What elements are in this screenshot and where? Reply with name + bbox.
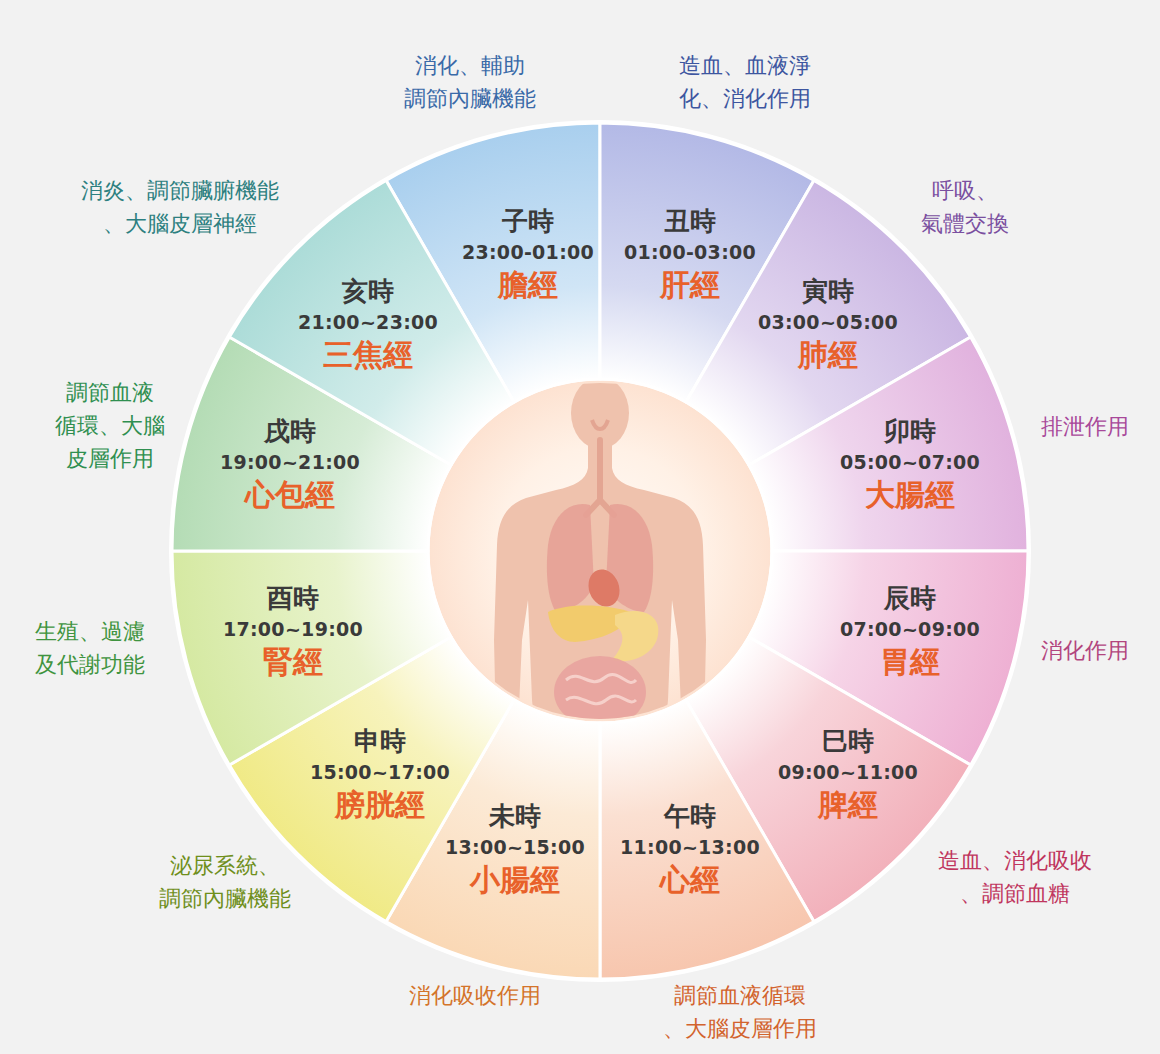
function-note: 消化作用 [1030,634,1140,667]
sector-fill [229,180,514,465]
hour-name: 寅時 [802,275,854,309]
hour-name: 巳時 [822,725,874,759]
hour-name: 丑時 [664,205,716,239]
time-range: 11:00~13:00 [620,834,760,861]
meridian-name: 大腸經 [865,476,955,515]
intestine-loops [566,675,636,704]
meridian-name: 三焦經 [323,336,413,375]
sector-text: 卯時05:00~07:00大腸經 [840,415,980,514]
sector-text: 丑時01:00-03:00肝經 [624,205,756,304]
meridian-sector: 午時11:00~13:00心經 [597,696,817,982]
time-range: 05:00~07:00 [840,449,980,476]
sector-text: 子時23:00-01:00膽經 [462,205,594,304]
time-range: 19:00~21:00 [220,449,360,476]
meridian-name: 肝經 [660,266,720,305]
time-range: 13:00~15:00 [445,834,585,861]
wheel-rim [169,120,1031,982]
hour-name: 卯時 [884,415,936,449]
sector-text: 亥時21:00~23:00三焦經 [298,275,438,374]
sector-text: 申時15:00~17:00膀胱經 [310,725,450,824]
sector-text: 辰時07:00~09:00胃經 [840,582,980,681]
sector-fill [172,551,451,765]
function-note: 排泄作用 [1030,410,1140,443]
hour-name: 酉時 [267,582,319,616]
time-range: 07:00~09:00 [840,616,980,643]
meridian-name: 肺經 [798,336,858,375]
function-note: 消炎、調節臟腑機能 、大腦皮層神經 [70,174,290,240]
meridian-sector: 卯時05:00~07:00大腸經 [745,333,1031,554]
time-range: 17:00~19:00 [223,616,363,643]
function-note: 調節血液 循環、大腦 皮層作用 [44,376,176,475]
meridian-name: 膀胱經 [335,786,425,825]
function-note: 消化吸收作用 [398,979,552,1012]
sector-fill [600,700,814,979]
function-note: 造血、血液淨 化、消化作用 [668,49,822,115]
hour-name: 未時 [489,800,541,834]
hour-name: 午時 [664,800,716,834]
function-note: 消化、輔助 調節內臟機能 [393,49,547,115]
stomach [612,611,658,661]
function-note: 泌尿系統、 調節內臟機能 [148,849,302,915]
function-note: 調節血液循環 、大腦皮層作用 [652,979,828,1045]
time-range: 23:00-01:00 [462,239,594,266]
meridian-name: 膽經 [498,266,558,305]
sector-text: 午時11:00~13:00心經 [620,800,760,899]
intestines [554,656,646,728]
function-note: 造血、消化吸收 、調節血糖 [927,844,1103,910]
hour-name: 辰時 [884,582,936,616]
hour-name: 亥時 [342,275,394,309]
time-range: 15:00~17:00 [310,759,450,786]
meridian-name: 小腸經 [470,861,560,900]
time-range: 01:00-03:00 [624,239,756,266]
hour-name: 申時 [354,725,406,759]
sector-text: 巳時09:00~11:00脾經 [778,725,918,824]
sector-fill [749,337,1028,551]
sector-text: 寅時03:00~05:00肺經 [758,275,898,374]
trachea [586,440,614,515]
time-range: 09:00~11:00 [778,759,918,786]
meridian-name: 脾經 [818,786,878,825]
hour-name: 子時 [502,205,554,239]
function-note: 生殖、過濾 及代謝功能 [24,615,156,681]
function-note: 呼吸、 氣體交換 [910,174,1020,240]
hour-name: 戌時 [264,415,316,449]
meridian-name: 胃經 [880,643,940,682]
meridian-name: 腎經 [263,643,323,682]
time-range: 21:00~23:00 [298,309,438,336]
throat [592,420,608,429]
human-figure [494,377,706,740]
meridian-name: 心包經 [245,476,335,515]
meridian-sector: 酉時17:00~19:00腎經 [169,548,455,769]
sector-text: 未時13:00~15:00小腸經 [445,800,585,899]
sector-text: 戌時19:00~21:00心包經 [220,415,360,514]
lung-left [547,504,594,612]
time-range: 03:00~05:00 [758,309,898,336]
sector-text: 酉時17:00~19:00腎經 [223,582,363,681]
heart [583,565,624,611]
meridian-name: 心經 [660,861,720,900]
